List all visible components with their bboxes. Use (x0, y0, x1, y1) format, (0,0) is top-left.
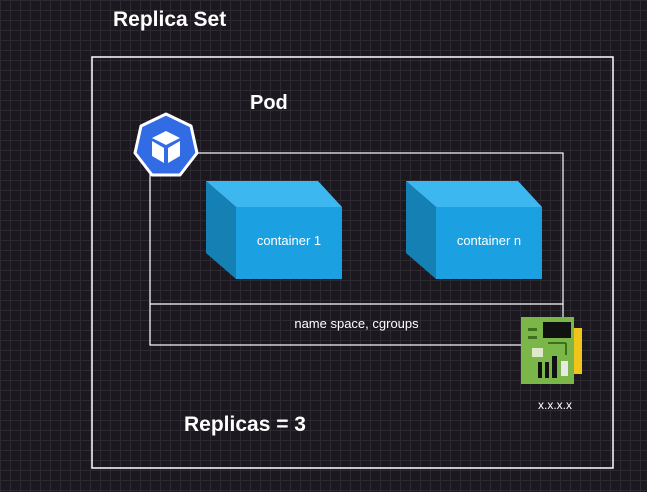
pod-label: Pod (250, 92, 288, 114)
ip-address-label: x.x.x.x (537, 398, 572, 412)
container-1-cube (206, 181, 342, 279)
replicas-label: Replicas = 3 (184, 413, 306, 436)
replica-set-box (91, 56, 614, 469)
namespace-label: name space, cgroups (294, 316, 419, 331)
container-n-cube (406, 181, 542, 279)
kubernetes-cube-icon (133, 112, 199, 177)
container-1-label: container 1 (256, 233, 322, 248)
network-card-icon (521, 317, 582, 384)
replica-set-title: Replica Set (113, 8, 227, 31)
container-n-label: container n (456, 233, 522, 248)
pod-box (149, 152, 564, 346)
